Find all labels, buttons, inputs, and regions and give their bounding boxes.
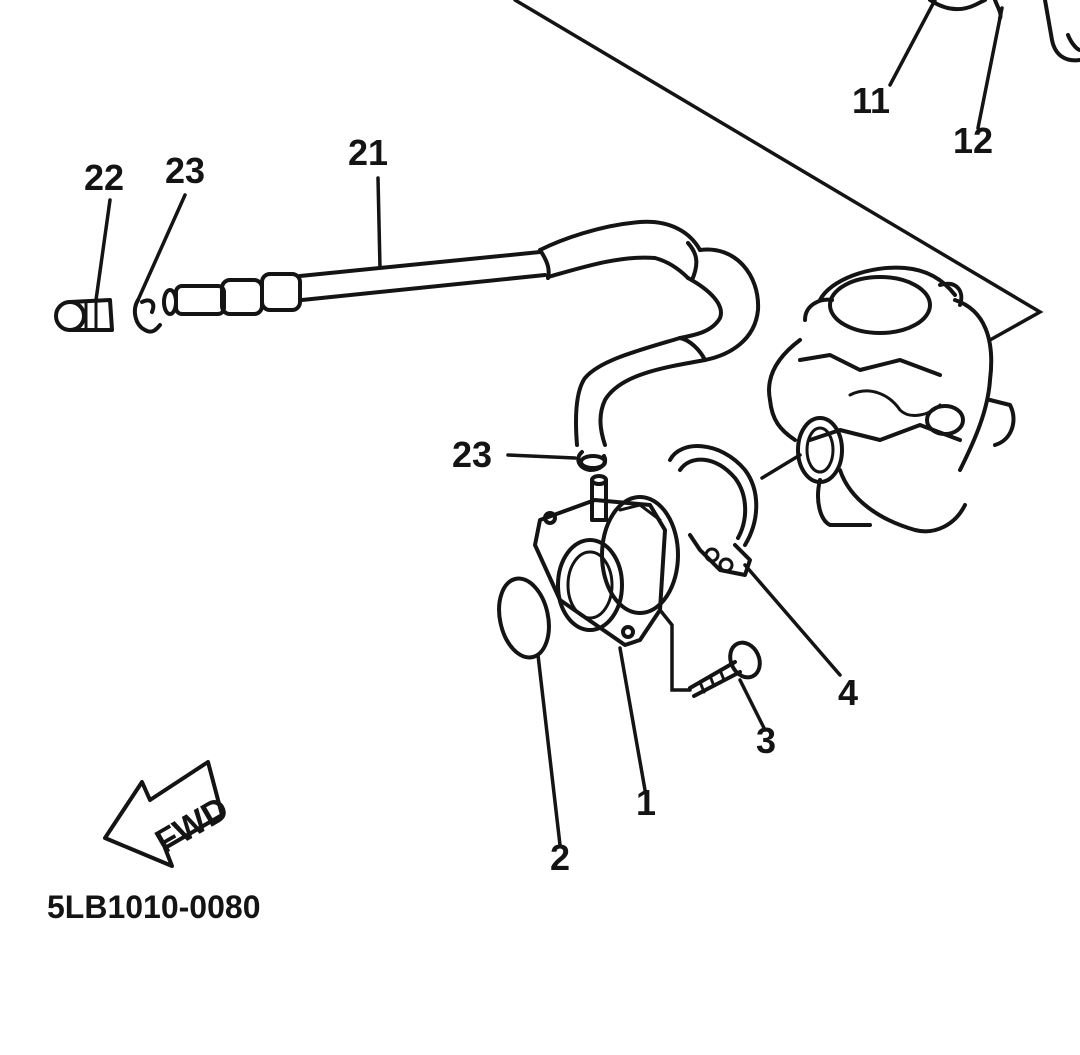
- callout-4: 4: [838, 672, 858, 713]
- top-right-partial-parts: [928, 0, 1080, 63]
- hose-clip-23-lower: [576, 450, 607, 472]
- bolt-22: [54, 298, 114, 332]
- hose-clip-23-upper: [132, 298, 162, 334]
- forward-arrow-icon: FWD: [103, 760, 235, 868]
- callout-3: 3: [756, 720, 776, 761]
- intake-joint: [533, 474, 680, 647]
- callout-11: 11: [852, 80, 890, 121]
- callout-12: 12: [953, 120, 993, 161]
- clamp-4: [668, 444, 759, 577]
- leader-lines: [94, 0, 1004, 847]
- callout-2: 2: [550, 837, 570, 878]
- reference-code: 5LB1010-0080: [47, 889, 260, 925]
- breather-hose: [162, 219, 761, 447]
- callout-1: 1: [636, 782, 656, 823]
- callout-21: 21: [348, 132, 388, 173]
- screw-3: [688, 640, 762, 698]
- assembly-line: [513, 0, 1044, 342]
- callout-23-upper: 23: [165, 150, 205, 191]
- callout-22: 22: [84, 157, 124, 198]
- fwd-label: FWD: [149, 790, 235, 862]
- carburetor: [760, 265, 1016, 534]
- callout-23-lower: 23: [452, 434, 492, 475]
- o-ring-2: [497, 576, 551, 660]
- callouts: 11 12 21 22 23 23 1 2 3 4: [84, 80, 993, 878]
